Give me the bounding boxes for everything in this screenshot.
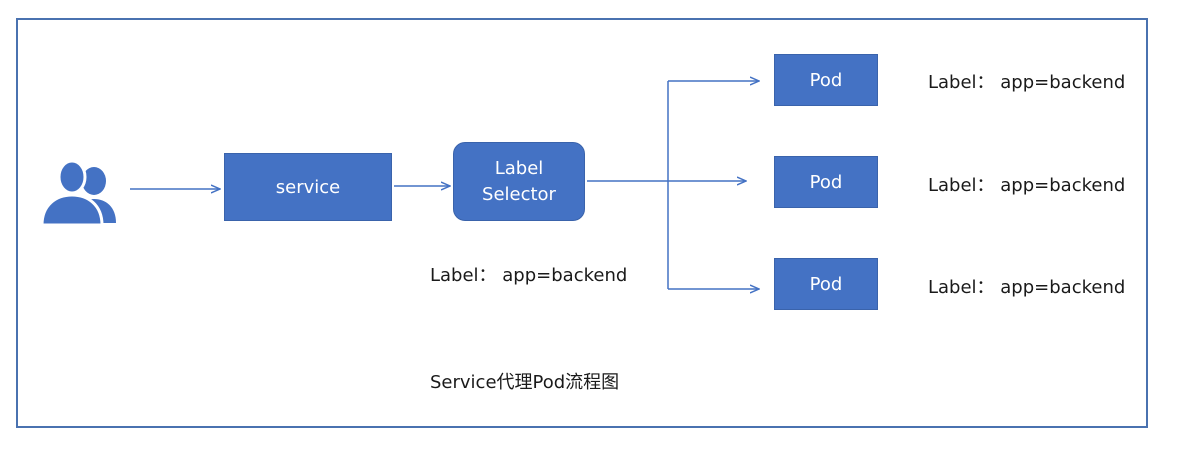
pod-node-label: Pod <box>809 69 843 91</box>
pod-node-2: Pod <box>774 156 878 208</box>
label-selector-line-1: Label <box>494 157 544 179</box>
pod-node-label: Pod <box>809 273 843 295</box>
diagram-frame <box>16 18 1148 428</box>
selector-label-text: Label： app=backend <box>430 265 628 286</box>
users-icon <box>40 159 116 227</box>
pod-node-3: Pod <box>774 258 878 310</box>
service-node-label: service <box>275 176 341 198</box>
service-node: service <box>224 153 392 221</box>
label-selector-node: Label Selector <box>453 142 585 221</box>
label-selector-line-2: Selector <box>482 183 556 205</box>
diagram-caption: Service代理Pod流程图 <box>430 372 620 393</box>
pod-node-label: Pod <box>809 171 843 193</box>
pod-2-label-text: Label： app=backend <box>928 175 1126 196</box>
pod-node-1: Pod <box>774 54 878 106</box>
pod-3-label-text: Label： app=backend <box>928 277 1126 298</box>
pod-1-label-text: Label： app=backend <box>928 72 1126 93</box>
